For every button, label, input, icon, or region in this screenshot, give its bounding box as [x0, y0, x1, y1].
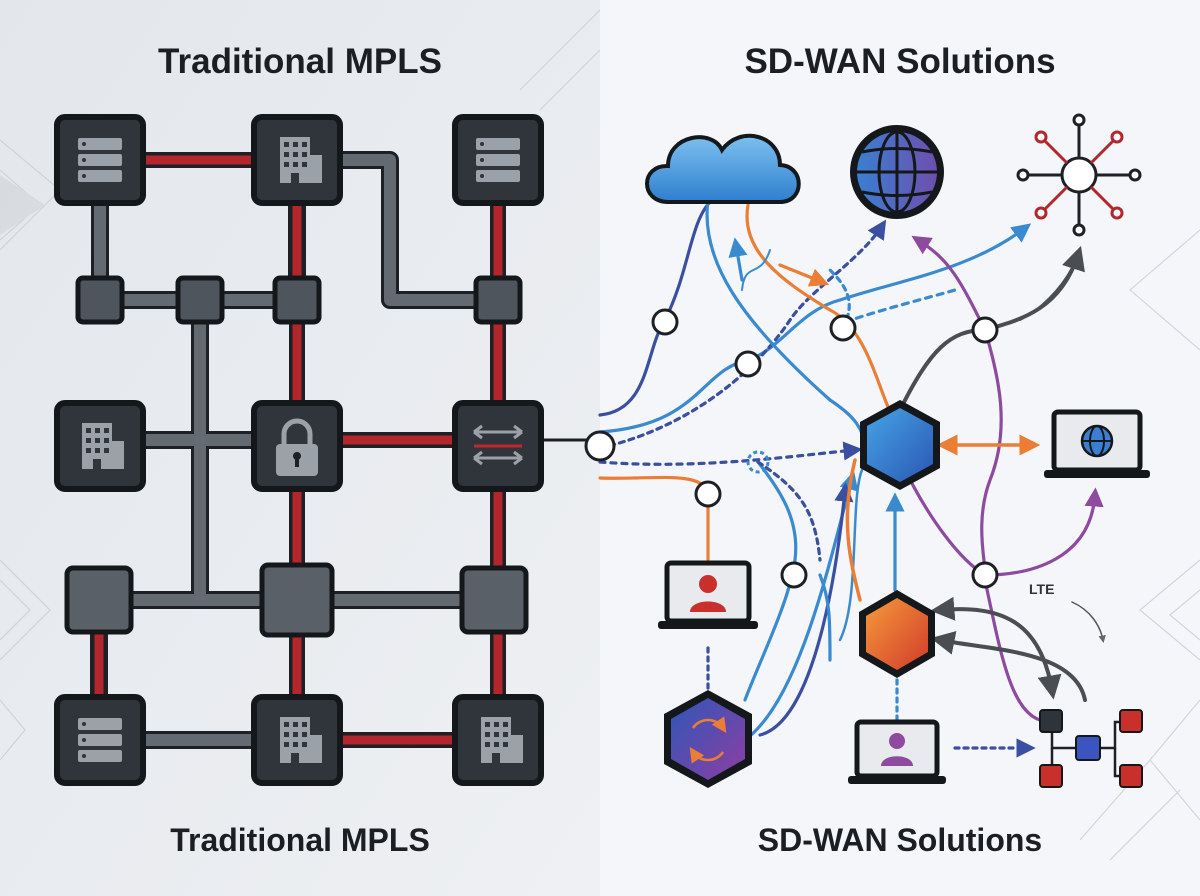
laptop-user-icon	[658, 560, 758, 629]
waypoint	[651, 308, 679, 336]
junction-node	[64, 565, 134, 635]
waypoint	[746, 450, 770, 474]
mpls-nodes	[54, 114, 544, 786]
waypoint	[829, 314, 857, 342]
waypoint	[971, 561, 999, 589]
path-waypoints	[584, 308, 999, 589]
network-hub-icon	[1016, 113, 1142, 237]
junction-node	[473, 275, 523, 325]
decorative-background-lines	[0, 9, 1200, 861]
lte-link-label: LTE	[1029, 581, 1054, 597]
junction-node	[259, 562, 335, 638]
laptop-user-icon	[848, 719, 946, 784]
orchestrator-hexagon-icon	[664, 690, 752, 788]
globe-icon	[850, 125, 944, 219]
junction-node	[75, 275, 125, 325]
waypoint	[694, 480, 722, 508]
mpls-title-top: Traditional MPLS	[158, 42, 442, 81]
laptop-globe-icon	[1044, 409, 1150, 478]
sdwan-title-top: SD-WAN Solutions	[744, 42, 1056, 81]
office-building-icon	[251, 694, 343, 786]
sdwan-title-bottom: SD-WAN Solutions	[757, 822, 1043, 858]
waypoint	[971, 316, 999, 344]
office-building-icon	[251, 114, 343, 206]
server-rack-icon	[54, 694, 146, 786]
edge-router-hexagon-icon	[859, 590, 935, 678]
padlock-icon	[251, 400, 343, 492]
sdwan-controller-hexagon-icon	[860, 400, 940, 490]
office-building-icon	[54, 400, 146, 492]
junction-waypoint	[584, 430, 616, 462]
office-building-icon	[452, 694, 544, 786]
waypoint	[780, 561, 808, 589]
junction-node	[459, 565, 529, 635]
junction-node	[272, 275, 322, 325]
topology-tree-icon	[1039, 709, 1143, 788]
junction-node	[175, 275, 225, 325]
server-rack-icon	[54, 114, 146, 206]
cloud-icon	[645, 133, 801, 204]
waypoint	[734, 350, 762, 378]
bidirectional-arrows-icon	[452, 400, 544, 492]
mpls-title-bottom: Traditional MPLS	[170, 822, 430, 858]
server-rack-icon	[452, 114, 544, 206]
